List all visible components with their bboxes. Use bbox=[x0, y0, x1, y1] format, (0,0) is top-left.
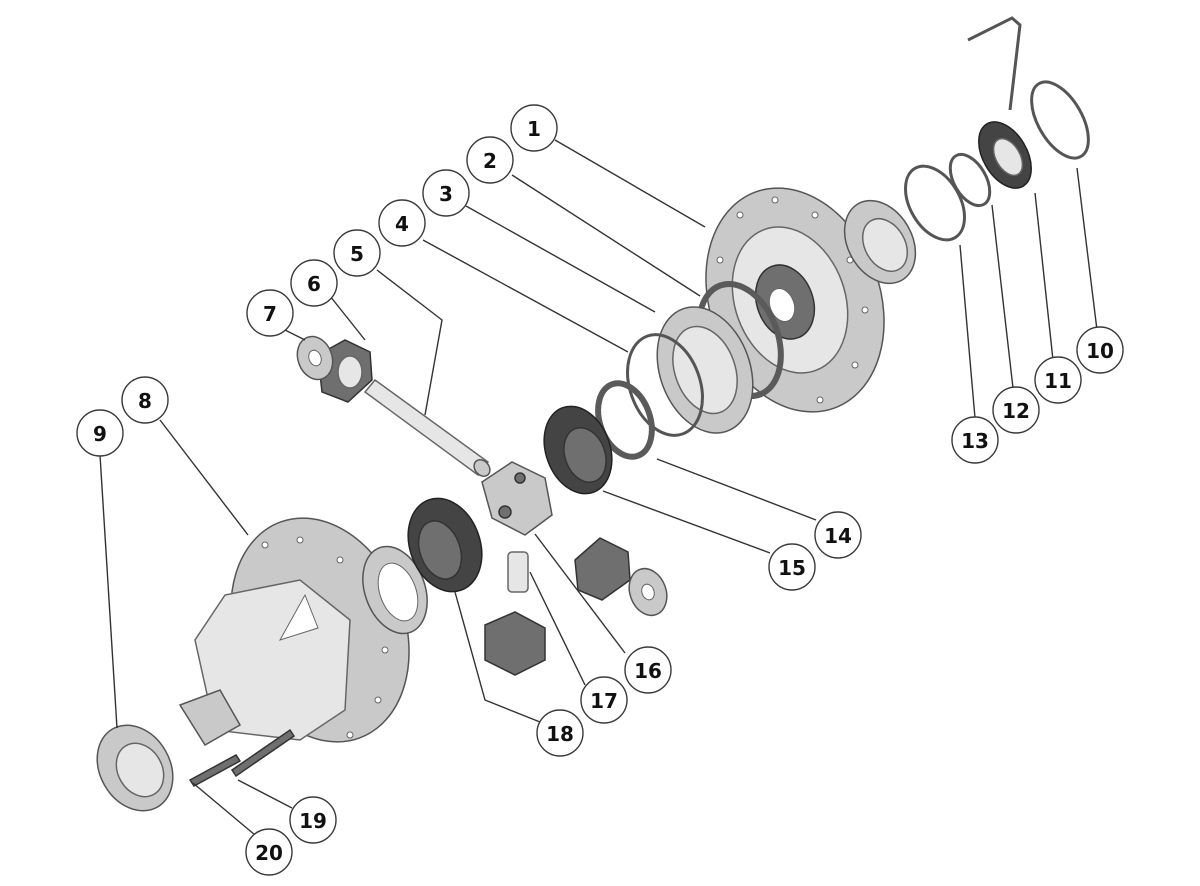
callout-7: 7 bbox=[246, 289, 294, 337]
callout-label: 2 bbox=[483, 149, 497, 173]
callout-3: 3 bbox=[422, 169, 470, 217]
leader-10 bbox=[1076, 167, 1098, 331]
callout-label: 1 bbox=[527, 117, 541, 141]
callout-label: 12 bbox=[1002, 399, 1030, 423]
callout-10: 10 bbox=[1076, 326, 1124, 374]
callout-13: 13 bbox=[951, 416, 999, 464]
part-10-snap-ring bbox=[967, 16, 1090, 160]
parts-illustration bbox=[96, 16, 1090, 812]
part-washer-left bbox=[362, 545, 428, 635]
callout-label: 19 bbox=[299, 809, 327, 833]
callout-label: 8 bbox=[138, 389, 152, 413]
part-pinion-gear-lower bbox=[484, 611, 546, 676]
leader-6 bbox=[329, 295, 366, 341]
leader-9 bbox=[99, 454, 118, 729]
part-20-bolt bbox=[188, 754, 242, 787]
callout-label: 13 bbox=[961, 429, 989, 453]
callout-8: 8 bbox=[121, 376, 169, 424]
leader-13 bbox=[959, 244, 976, 419]
leader-2 bbox=[511, 174, 701, 297]
part-18-side-gear bbox=[407, 497, 483, 593]
leader-16 bbox=[534, 533, 626, 654]
callout-17: 17 bbox=[580, 676, 628, 724]
callout-label: 18 bbox=[546, 722, 574, 746]
leader-3 bbox=[465, 205, 656, 313]
part-3-plate bbox=[656, 306, 754, 434]
callout-18: 18 bbox=[536, 709, 584, 757]
leader-19 bbox=[237, 779, 293, 809]
leader-14 bbox=[656, 458, 817, 521]
part-washer-right bbox=[628, 567, 668, 617]
callout-14: 14 bbox=[814, 511, 862, 559]
leader-4 bbox=[422, 239, 629, 353]
callout-label: 20 bbox=[255, 841, 283, 865]
callout-19: 19 bbox=[289, 796, 337, 844]
part-4-ring bbox=[626, 333, 704, 437]
part-9-bearing bbox=[96, 724, 174, 812]
leader-15 bbox=[602, 490, 771, 554]
leader-1 bbox=[554, 139, 706, 228]
callout-5: 5 bbox=[333, 229, 381, 277]
callout-20: 20 bbox=[245, 828, 293, 876]
callout-11: 11 bbox=[1034, 356, 1082, 404]
part-16-cross-block bbox=[481, 461, 553, 536]
callouts: 1 2 3 4 5 6 7 8 bbox=[76, 104, 1124, 876]
callout-label: 6 bbox=[307, 272, 321, 296]
leader-18 bbox=[454, 591, 541, 723]
callout-label: 9 bbox=[93, 422, 107, 446]
callout-2: 2 bbox=[466, 136, 514, 184]
callout-label: 11 bbox=[1044, 369, 1072, 393]
part-1-flange-housing bbox=[705, 187, 885, 413]
callout-15: 15 bbox=[768, 543, 816, 591]
callout-label: 4 bbox=[395, 212, 409, 236]
callout-6: 6 bbox=[290, 259, 338, 307]
part-pinion-gear-right bbox=[574, 537, 631, 601]
callout-label: 15 bbox=[778, 556, 806, 580]
part-5-cross-shaft bbox=[363, 378, 491, 477]
callout-16: 16 bbox=[624, 646, 672, 694]
part-17-pin bbox=[507, 551, 529, 593]
callout-label: 7 bbox=[263, 302, 277, 326]
callout-label: 3 bbox=[439, 182, 453, 206]
part-19-bolt bbox=[230, 728, 296, 778]
callout-9: 9 bbox=[76, 409, 124, 457]
callout-label: 17 bbox=[590, 689, 618, 713]
leader-5 bbox=[376, 269, 443, 416]
callout-1: 1 bbox=[510, 104, 558, 152]
callout-label: 10 bbox=[1086, 339, 1114, 363]
part-bearing-right bbox=[843, 199, 917, 285]
leader-8 bbox=[159, 419, 249, 536]
leader-20 bbox=[192, 782, 256, 836]
part-12-ring bbox=[948, 152, 992, 208]
callout-12: 12 bbox=[992, 386, 1040, 434]
part-11-seal bbox=[978, 121, 1032, 189]
part-15-side-gear bbox=[543, 405, 613, 495]
callout-label: 14 bbox=[824, 524, 852, 548]
callout-label: 5 bbox=[350, 242, 364, 266]
part-7-washer bbox=[296, 335, 334, 381]
leader-11 bbox=[1034, 192, 1054, 361]
callout-4: 4 bbox=[378, 199, 426, 247]
leader-lines bbox=[99, 139, 1098, 836]
leader-12 bbox=[991, 204, 1014, 389]
leader-7 bbox=[284, 329, 306, 341]
leader-17 bbox=[529, 571, 586, 686]
callout-label: 16 bbox=[634, 659, 662, 683]
